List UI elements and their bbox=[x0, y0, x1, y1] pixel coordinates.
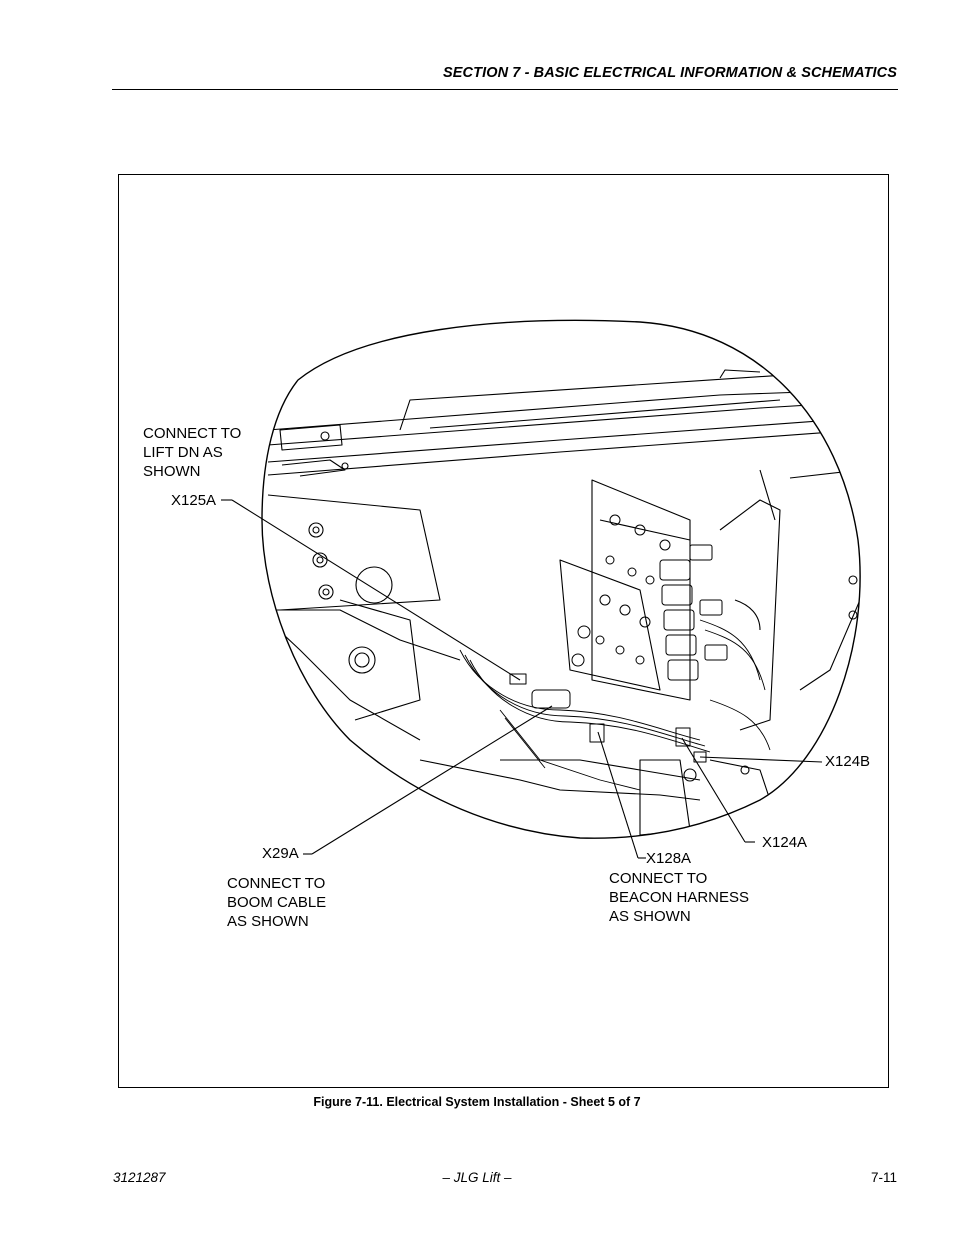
footer-brand: – JLG Lift – bbox=[442, 1170, 512, 1185]
doc-number: 3121287 bbox=[113, 1170, 166, 1185]
x124b-label: X124B bbox=[825, 753, 871, 770]
lift-dn-note: CONNECT TO LIFT DN AS SHOWN bbox=[143, 425, 242, 480]
beacon-harness-note: CONNECT TO BEACON HARNESS AS SHOWN bbox=[609, 870, 750, 925]
x125a-label: X125A bbox=[171, 492, 217, 509]
x124a-label: X124A bbox=[762, 834, 808, 851]
detail-view-boundary bbox=[261, 319, 861, 839]
figure-frame bbox=[118, 174, 889, 1088]
x29a-label: X29A bbox=[262, 845, 299, 862]
section-header-title: SECTION 7 - BASIC ELECTRICAL INFORMATION… bbox=[443, 65, 897, 81]
header-rule bbox=[112, 89, 898, 90]
boom-cable-note: CONNECT TO BOOM CABLE AS SHOWN bbox=[227, 875, 327, 930]
x128a-label: X128A bbox=[646, 850, 692, 867]
figure-caption: Figure 7-11. Electrical System Installat… bbox=[313, 1095, 641, 1109]
page-number: 7-11 bbox=[870, 1170, 897, 1185]
